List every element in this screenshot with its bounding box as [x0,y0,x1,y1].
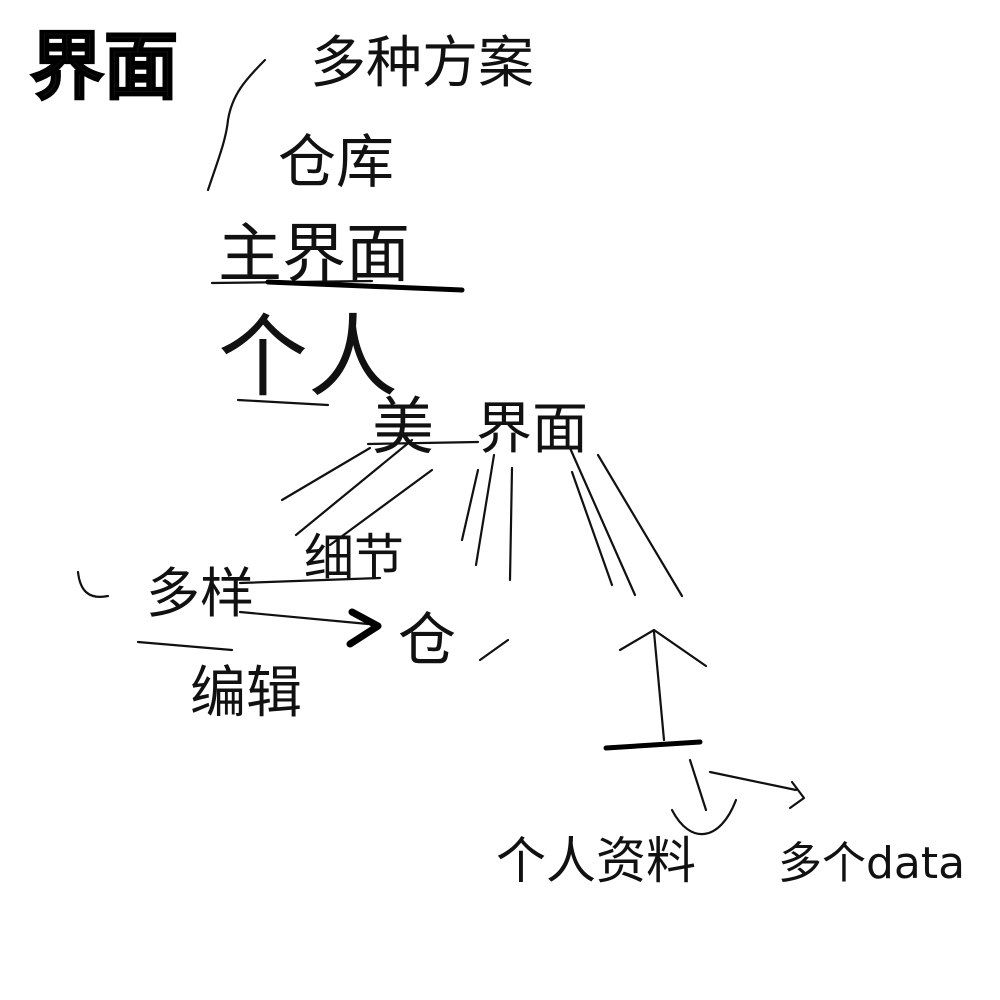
node-warehouse-label: 仓库 [278,128,394,196]
node-details: 细节 [304,529,404,587]
tick-left [76,570,110,598]
node-main-screen: 主界面 [210,218,465,293]
node-beauty: 美 [366,390,480,463]
node-multi-data-label: 多个data [778,838,965,889]
branch-line-6 [508,466,514,582]
branch-line-3 [328,468,434,547]
title: 界面 [29,23,179,111]
split-down [688,758,708,812]
arrow-multi-to-warehouse [238,610,370,626]
group-bracket [206,58,267,192]
node-screen-label: 界面 [476,397,588,462]
node-multi-style-label: 多种方案 [310,31,534,96]
node-details-label: 细节 [304,529,404,587]
node-multi-style: 多种方案 [310,31,534,96]
underline-personal [236,398,330,407]
split-curve [670,798,738,836]
title-text: 界面 [30,24,178,110]
node-warehouse-2: 仓 [398,606,510,674]
node-multi-data: 多个data [778,838,965,889]
node-main-screen-label: 主界面 [218,218,410,292]
node-personal-data-label: 个人资料 [496,832,696,890]
up-arrow-head [618,628,708,668]
line-to-details [238,576,382,585]
branch-line-8 [596,453,684,598]
node-beauty-label: 美 [372,390,434,463]
branch-line-4 [460,468,480,542]
edit-stroke [136,640,234,652]
branch-line-1 [280,446,372,502]
node-multi-type: 多样 [76,562,254,625]
underline-main-screen-bold [265,279,465,293]
tick-warehouse-2 [478,638,510,662]
arrow-head-multi-to-warehouse [346,608,382,648]
beauty-stroke [366,440,480,446]
node-multi-type-label: 多样 [146,562,254,625]
node-screen: 界面 [476,397,588,462]
up-arrow-base [603,739,703,751]
up-arrow-shaft [652,630,666,742]
node-edit: 编辑 [136,640,302,726]
node-edit-label: 编辑 [190,661,302,726]
node-personal-label: 个人 [218,305,398,410]
branch-line-2 [294,438,414,537]
split-right [708,770,798,792]
split-right-head [788,780,806,810]
node-warehouse-2-label: 仓 [398,606,456,674]
branch-line-5 [474,453,496,567]
node-warehouse: 仓库 [278,128,394,196]
node-personal: 个人 [218,305,398,410]
branch-line-7 [568,446,637,597]
branch-line-9 [570,470,614,587]
node-personal-data: 个人资料 [496,832,696,890]
